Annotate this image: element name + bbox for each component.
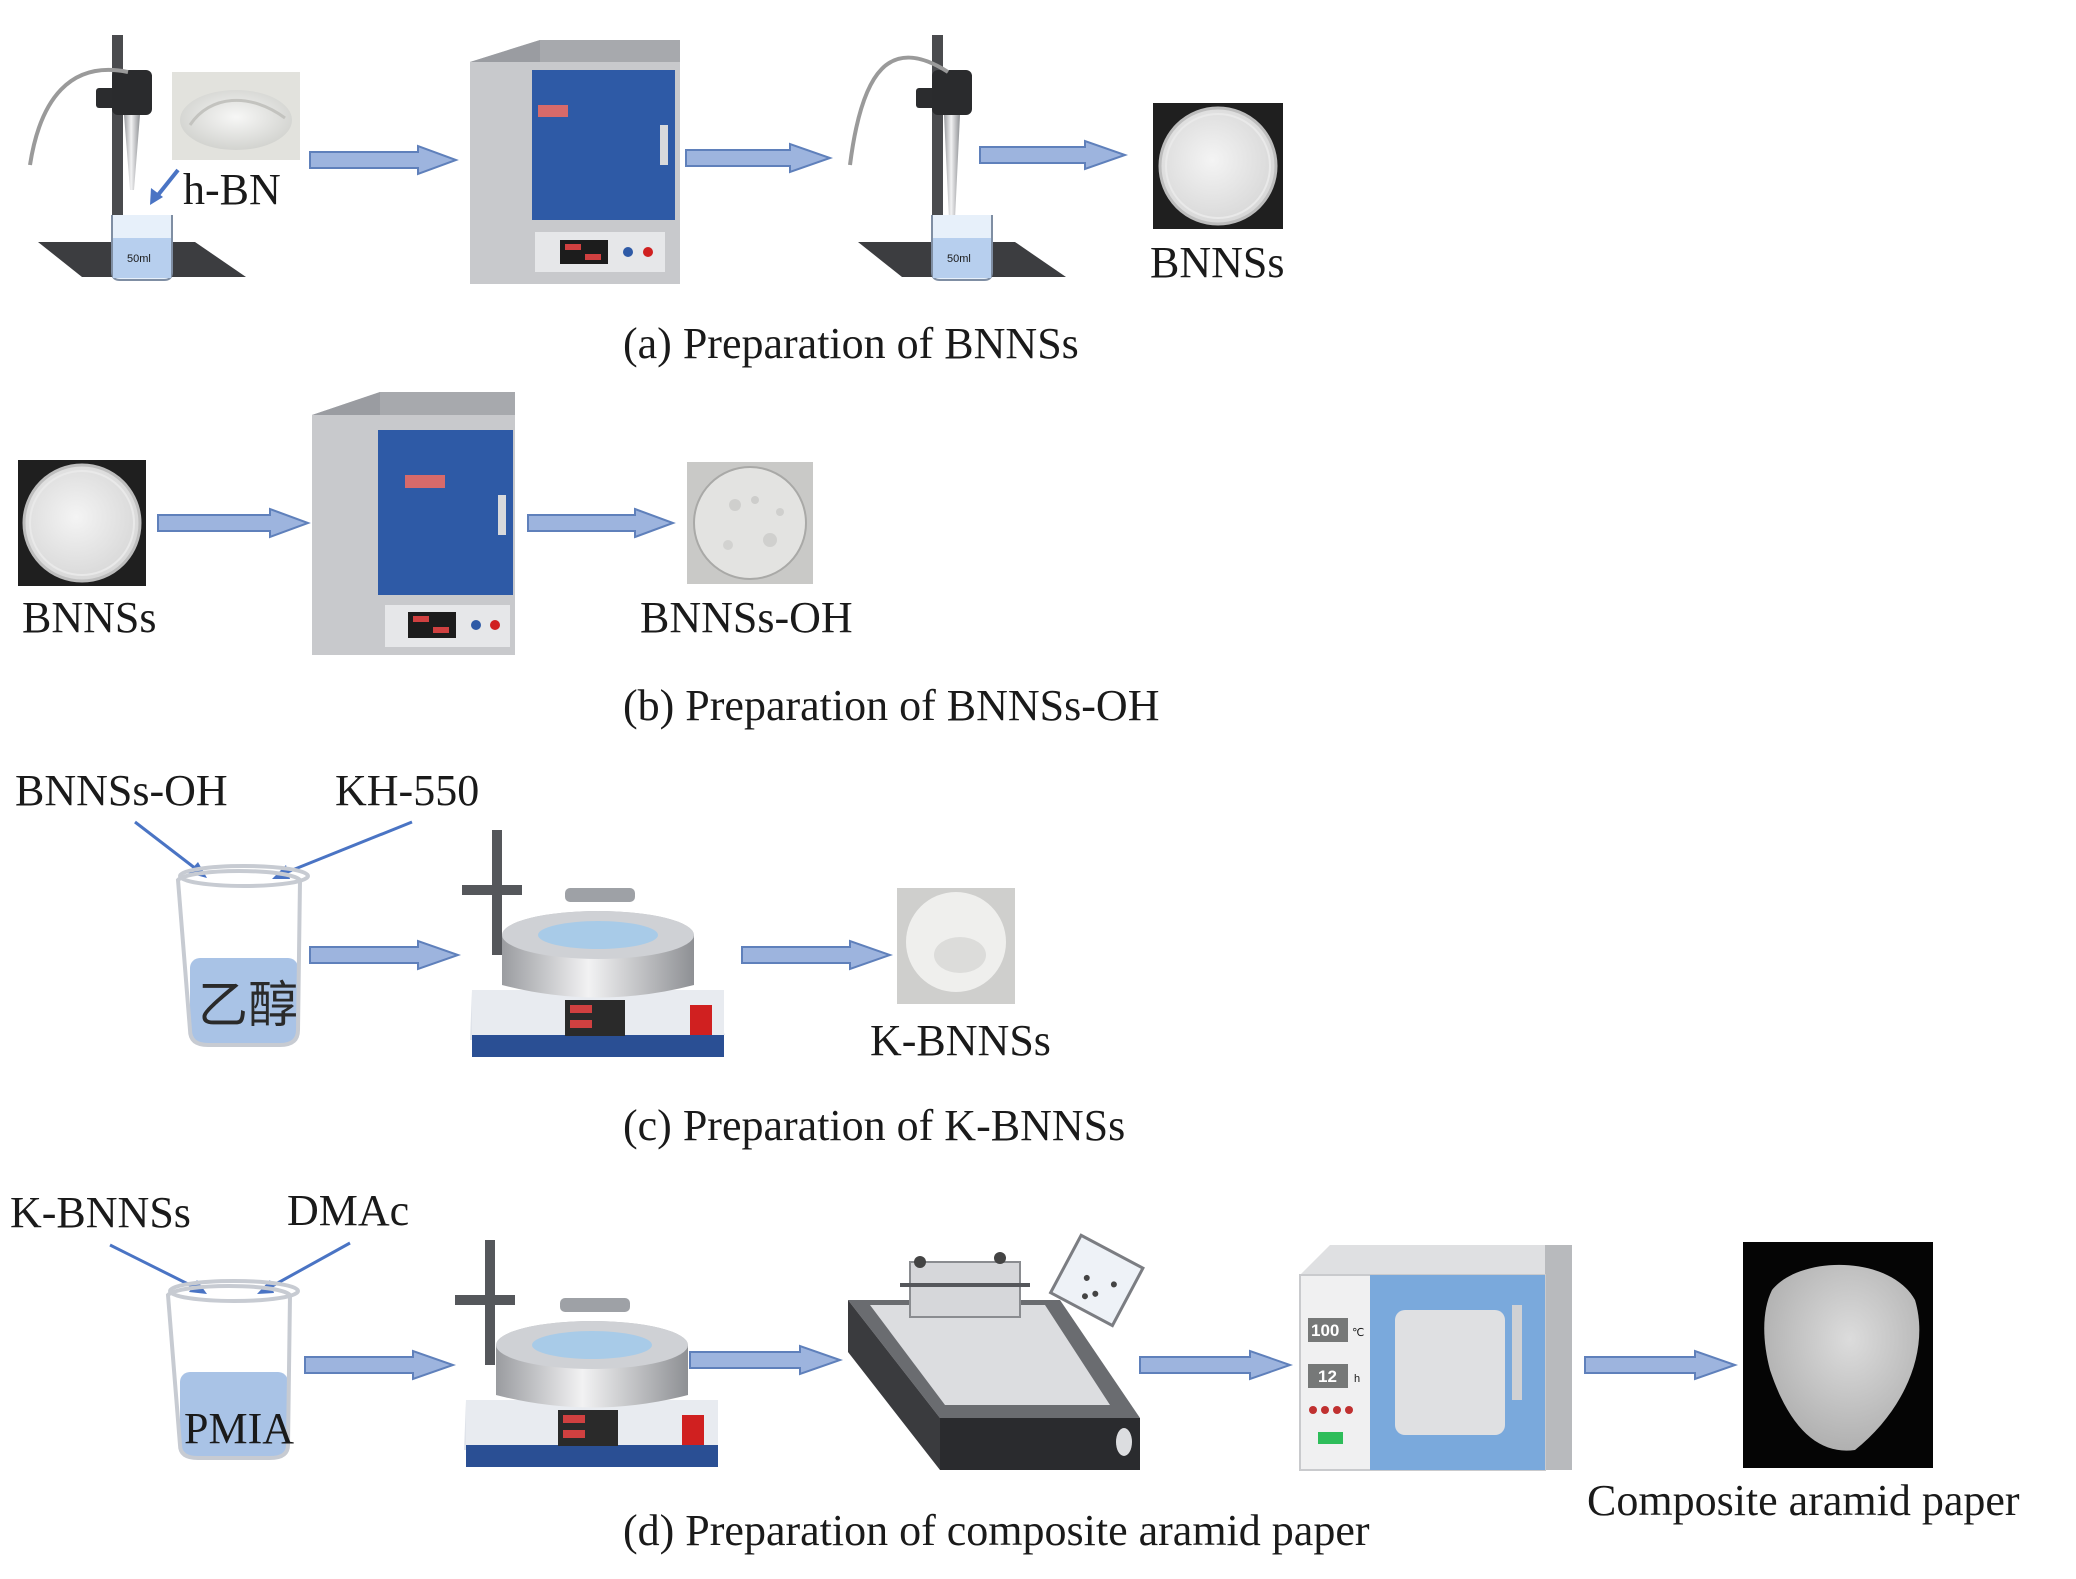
ultrasonic-probe-icon: 50ml [28,35,246,281]
pointer-arrow [279,820,413,877]
flow-arrow [527,507,676,539]
panel-b-caption: (b) Preparation of BNNSs-OH [623,681,1159,730]
composite-paper-photo [1743,1242,1933,1468]
magnetic-stirrer-icon [455,1240,718,1467]
panel-c: BNNSs-OH KH-550 乙醇 [15,766,1125,1150]
flow-arrow [309,939,462,971]
magnetic-stirrer-icon [462,830,725,1057]
label-kbnnss: K-BNNSs [10,1188,191,1237]
solvent-label: 乙醇 [198,976,298,1034]
film-applicator-icon [848,1233,1145,1470]
label-bnnss-oh: BNNSs-OH [640,593,853,642]
muffle-furnace-icon [470,40,680,284]
flow-arrow [1584,1349,1739,1381]
kbnnss-powder-photo [897,888,1015,1004]
flow-arrow [157,507,311,539]
flow-arrow [689,1344,844,1376]
oven-time-unit: h [1354,1373,1360,1385]
flow-arrow [685,142,834,174]
flow-arrow [304,1349,457,1381]
label-bnnss-oh: BNNSs-OH [15,766,228,815]
drying-oven-icon: 100 ℃ 12 h [1299,1245,1572,1471]
panel-a: 50ml h-BN [28,35,1285,368]
label-hbn: h-BN [183,165,281,214]
beaker-icon: 乙醇 [175,864,310,1047]
panel-c-caption: (c) Preparation of K-BNNSs [623,1101,1125,1150]
flow-arrow [309,144,459,176]
beaker-icon: PMIA [165,1279,300,1460]
oven-time-readout: 12 [1318,1367,1337,1386]
flow-arrow [741,939,894,971]
panel-d-caption: (d) Preparation of composite aramid pape… [623,1506,1370,1555]
label-kh550: KH-550 [335,766,479,815]
pointer-arrow [134,820,201,874]
label-composite-paper: Composite aramid paper [1587,1476,2020,1525]
label-dmac: DMAc [287,1186,409,1235]
label-bnnss: BNNSs [22,593,157,642]
label-kbnnss: K-BNNSs [870,1016,1051,1065]
beaker-volume-label: 50ml [127,253,151,265]
hbn-powder-photo [172,72,300,160]
panel-a-caption: (a) Preparation of BNNSs [623,319,1079,368]
petri-dish-icon [18,460,146,586]
flow-arrow [979,139,1129,171]
panel-d: K-BNNSs DMAc PMIA [10,1186,2020,1555]
petri-dish-icon [1153,103,1283,229]
pointer-arrow [109,1243,201,1292]
label-bnnss: BNNSs [1150,238,1285,287]
oven-temp-unit: ℃ [1352,1327,1364,1339]
panel-b: BNNSs [18,392,1159,730]
flow-arrow [1139,1349,1294,1381]
oven-temp-readout: 100 [1311,1321,1339,1340]
beaker-volume-label: 50ml [947,253,971,265]
bnnss-oh-powder-photo [687,462,813,584]
muffle-furnace-icon [312,392,515,655]
ultrasonic-probe-icon: 50ml [848,35,1066,281]
solvent-label: PMIA [184,1404,294,1453]
